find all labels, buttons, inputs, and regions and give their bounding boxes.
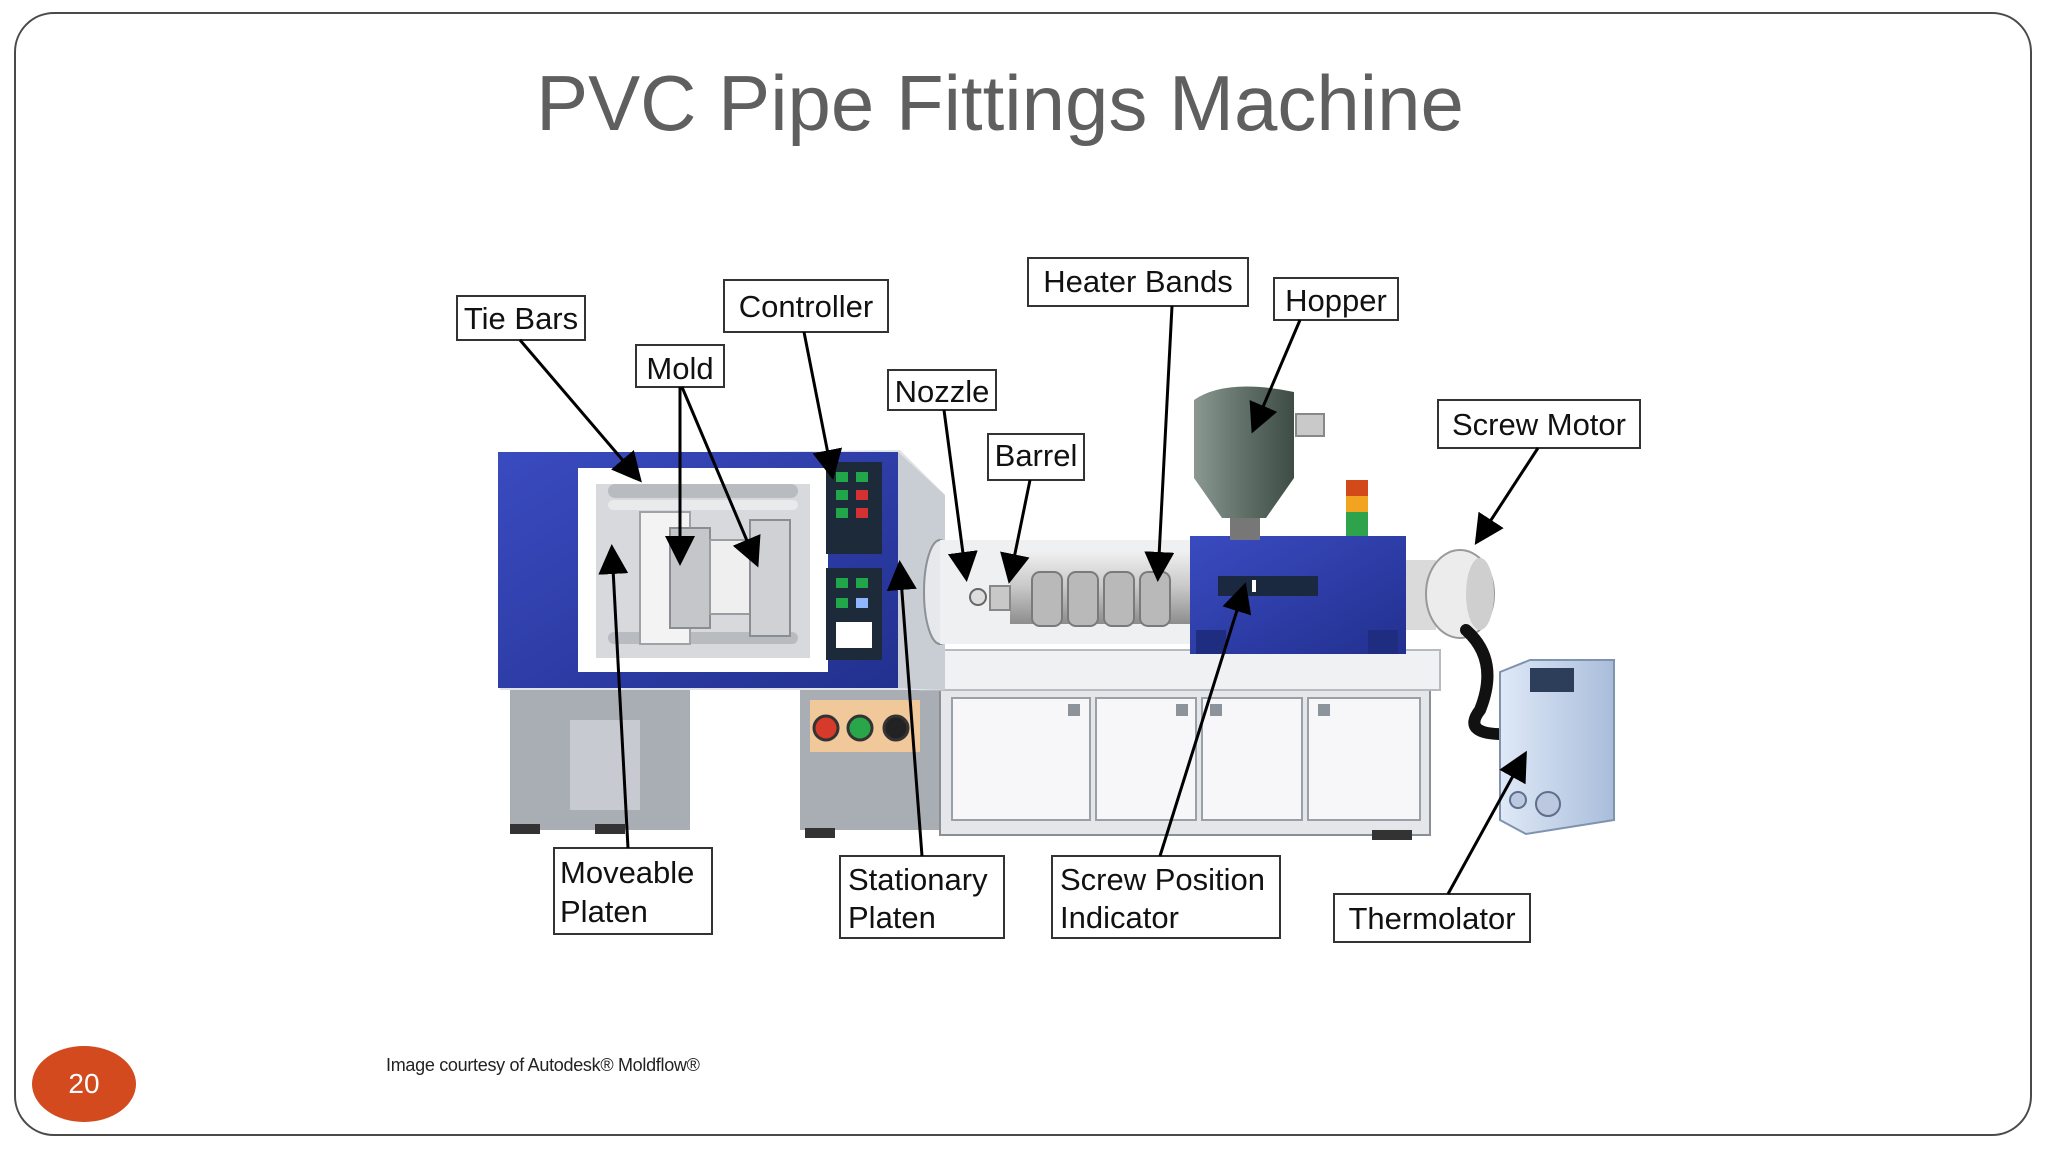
callout-tie-bars: Tie Bars	[456, 295, 642, 483]
injection-unit	[923, 386, 1516, 741]
label-moveable-platen-line2: Platen	[560, 894, 648, 929]
label-controller: Controller	[739, 289, 873, 324]
label-stationary-platen-line2: Platen	[848, 900, 936, 935]
label-nozzle: Nozzle	[895, 374, 990, 409]
page-number-badge: 20	[32, 1046, 136, 1122]
label-screw-motor: Screw Motor	[1452, 407, 1626, 442]
callout-mold: Mold	[635, 344, 761, 568]
label-screw-position-line2: Indicator	[1060, 900, 1179, 935]
page-number: 20	[68, 1068, 100, 1099]
callout-controller: Controller	[723, 279, 889, 480]
callout-thermolator: Thermolator	[1333, 750, 1531, 943]
clamp-unit	[498, 450, 945, 752]
callout-moveable-platen: Moveable Platen	[553, 544, 713, 935]
callout-nozzle: Nozzle	[887, 369, 997, 582]
label-hopper: Hopper	[1285, 283, 1387, 318]
label-screw-position-line1: Screw Position	[1060, 862, 1265, 897]
label-barrel: Barrel	[995, 438, 1078, 473]
callout-hopper: Hopper	[1249, 277, 1399, 434]
label-moveable-platen-line1: Moveable	[560, 855, 694, 890]
callout-barrel: Barrel	[987, 433, 1085, 584]
label-tie-bars: Tie Bars	[464, 301, 578, 336]
thermolator-unit	[1499, 659, 1615, 836]
callout-heater-bands: Heater Bands	[1027, 257, 1249, 582]
label-thermolator: Thermolator	[1348, 901, 1515, 936]
image-credit: Image courtesy of Autodesk® Moldflow®	[386, 1055, 700, 1075]
callout-screw-motor: Screw Motor	[1437, 399, 1641, 546]
callout-stationary-platen: Stationary Platen	[839, 560, 1005, 939]
label-heater-bands: Heater Bands	[1043, 264, 1233, 299]
callout-screw-position-indicator: Screw Position Indicator	[1051, 582, 1281, 939]
label-mold: Mold	[646, 351, 713, 386]
slide-title: PVC Pipe Fittings Machine	[536, 59, 1464, 147]
label-stationary-platen-line1: Stationary	[848, 862, 988, 897]
